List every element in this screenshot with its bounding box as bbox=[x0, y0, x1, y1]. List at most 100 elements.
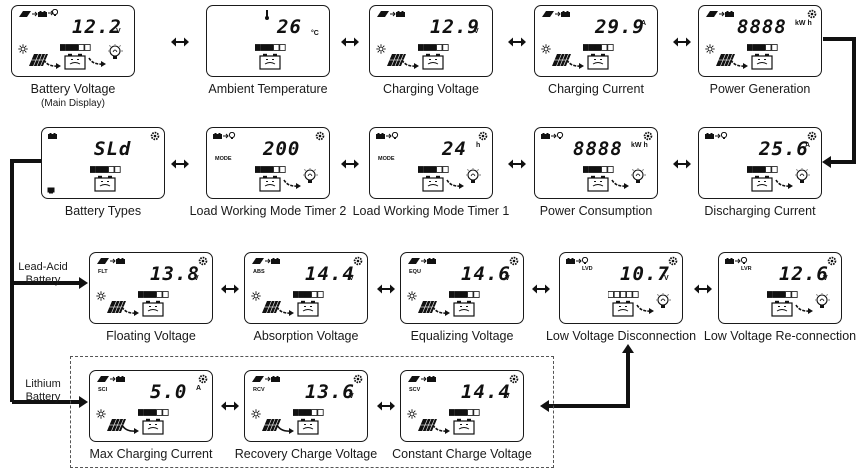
thermometer-icon bbox=[265, 10, 269, 20]
screen-caption: Equalizing Voltage bbox=[410, 329, 514, 343]
lcd-reading: 25.6 bbox=[759, 138, 809, 160]
battery-level-bar bbox=[449, 291, 480, 298]
lcd-screen-ambient-temperature[interactable]: 26°C bbox=[206, 5, 330, 77]
battery-icon bbox=[771, 300, 793, 317]
sun-icon bbox=[407, 291, 417, 301]
setting-tag: ABS bbox=[253, 269, 265, 275]
sun-icon bbox=[407, 409, 417, 419]
battery-icon bbox=[64, 53, 86, 70]
battery-to-load-status-icon bbox=[213, 132, 236, 139]
double-arrow-icon bbox=[673, 37, 691, 47]
small-battery-icon bbox=[47, 187, 55, 194]
sun-icon bbox=[18, 44, 28, 54]
setting-tag: SCI bbox=[98, 387, 108, 393]
charge-flow-arrow-icon bbox=[121, 424, 139, 434]
lcd-unit: V bbox=[823, 275, 828, 282]
battery-level-bar bbox=[255, 166, 286, 173]
lcd-unit: V bbox=[349, 393, 354, 400]
solar-panel-icon bbox=[716, 53, 735, 67]
sun-icon bbox=[96, 291, 106, 301]
connector-arrowhead bbox=[79, 396, 88, 408]
double-arrow-icon bbox=[673, 159, 691, 169]
screen-caption: Charging Current bbox=[548, 82, 644, 96]
setting-tag: FLT bbox=[98, 269, 108, 275]
bulb-icon bbox=[795, 168, 810, 183]
lcd-unit: V bbox=[664, 275, 669, 282]
lcd-unit: V bbox=[349, 275, 354, 282]
bulb-icon bbox=[631, 168, 646, 183]
lcd-reading: SLd bbox=[94, 138, 132, 160]
load-flow-arrow-icon bbox=[446, 179, 464, 189]
gear-icon bbox=[509, 374, 519, 384]
battery-level-bar bbox=[747, 44, 778, 51]
lcd-reading: 200 bbox=[263, 138, 301, 160]
load-flow-arrow-icon bbox=[795, 304, 813, 314]
battery-status-icon bbox=[48, 133, 57, 139]
battery-to-load-status-icon bbox=[725, 257, 748, 264]
battery-level-bar bbox=[138, 291, 169, 298]
lcd-reading: 14.4 bbox=[461, 381, 511, 403]
battery-to-load-status-icon bbox=[376, 132, 399, 139]
lcd-reading: 12.2 bbox=[72, 16, 122, 38]
lcd-unit: V bbox=[505, 393, 510, 400]
lcd-reading: 8888 bbox=[573, 138, 623, 160]
lcd-reading: 12.6 bbox=[779, 263, 829, 285]
battery-icon bbox=[259, 175, 281, 192]
lcd-unit: kW h bbox=[795, 20, 812, 27]
lcd-screen-battery-types[interactable]: SLd bbox=[41, 127, 165, 199]
lcd-screen-power-consumption[interactable]: 8888 kW h bbox=[534, 127, 658, 199]
screen-caption: Load Working Mode Timer 1 bbox=[352, 204, 510, 218]
battery-level-bar bbox=[418, 166, 449, 173]
battery-icon bbox=[142, 300, 164, 317]
setting-tag: RCV bbox=[253, 387, 265, 393]
sun-icon bbox=[541, 44, 551, 54]
load-flow-arrow-icon bbox=[636, 304, 654, 314]
charge-flow-arrow-icon bbox=[276, 424, 294, 434]
screen-caption: Power Generation bbox=[709, 82, 811, 96]
gear-icon bbox=[315, 131, 325, 141]
solar-panel-icon bbox=[107, 300, 126, 314]
lcd-unit: V bbox=[116, 28, 121, 35]
sun-icon bbox=[96, 409, 106, 419]
charge-flow-arrow-icon bbox=[401, 59, 419, 69]
branch-trunk-connector bbox=[10, 159, 41, 402]
solar-panel-icon bbox=[387, 53, 406, 67]
screen-caption: Discharging Current bbox=[704, 204, 816, 218]
pv-to-battery-status-icon bbox=[408, 376, 436, 382]
lcd-reading: 5.0 bbox=[150, 381, 188, 403]
load-flow-arrow-icon bbox=[283, 179, 301, 189]
battery-level-bar bbox=[583, 44, 614, 51]
gear-icon bbox=[198, 374, 208, 384]
battery-level-bar bbox=[90, 166, 121, 173]
solar-panel-icon bbox=[418, 300, 437, 314]
double-arrow-icon bbox=[171, 159, 189, 169]
screen-caption: Constant Charge Voltage bbox=[392, 447, 532, 461]
solar-panel-icon bbox=[552, 53, 571, 67]
battery-level-bar bbox=[418, 44, 449, 51]
lcd-reading: 14.4 bbox=[305, 263, 355, 285]
battery-icon bbox=[297, 300, 319, 317]
pv-to-battery-status-icon bbox=[19, 11, 47, 17]
load-flow-arrow-icon bbox=[611, 179, 629, 189]
sun-icon bbox=[376, 44, 386, 54]
gear-icon bbox=[478, 131, 488, 141]
lcd-unit: kW h bbox=[631, 142, 648, 149]
solar-panel-icon bbox=[262, 418, 281, 432]
gear-icon bbox=[509, 256, 519, 266]
